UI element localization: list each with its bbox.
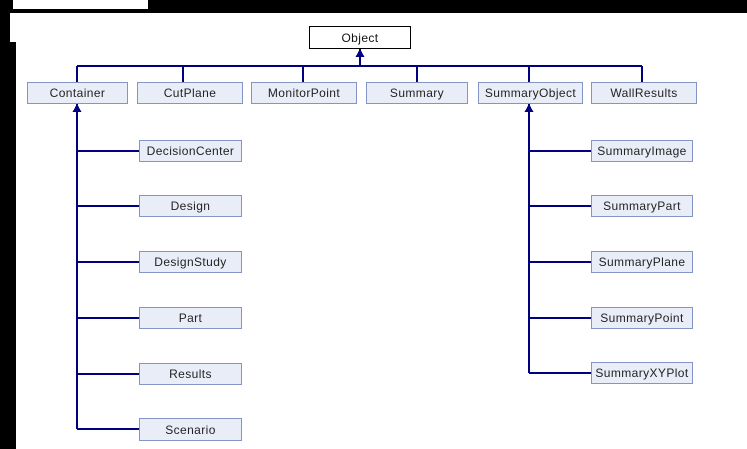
class-node-summarypoint[interactable]: SummaryPoint (591, 307, 693, 329)
inheritance-arrow-object (355, 49, 365, 57)
class-node-object[interactable]: Object (309, 26, 411, 49)
class-node-decisioncenter[interactable]: DecisionCenter (139, 140, 242, 162)
left-black-border (0, 42, 16, 449)
class-node-cutplane[interactable]: CutPlane (137, 82, 243, 104)
inheritance-arrow-container (72, 104, 82, 112)
class-node-summaryobject[interactable]: SummaryObject (478, 82, 583, 104)
class-node-container[interactable]: Container (27, 82, 128, 104)
class-node-summaryimage[interactable]: SummaryImage (591, 140, 693, 162)
class-node-summarypart[interactable]: SummaryPart (591, 195, 693, 217)
class-node-scenario[interactable]: Scenario (139, 418, 242, 441)
inheritance-arrow-summaryobject (524, 104, 534, 112)
class-node-wallresults[interactable]: WallResults (591, 82, 697, 104)
class-node-designstudy[interactable]: DesignStudy (139, 251, 242, 273)
class-node-summaryplane[interactable]: SummaryPlane (591, 251, 693, 273)
class-node-monitorpoint[interactable]: MonitorPoint (251, 82, 357, 104)
top-white-notch (13, 0, 148, 9)
class-node-part[interactable]: Part (139, 307, 242, 329)
class-node-summary[interactable]: Summary (366, 82, 468, 104)
class-node-results[interactable]: Results (139, 363, 242, 385)
class-node-summaryxyplot[interactable]: SummaryXYPlot (591, 362, 693, 384)
class-node-design[interactable]: Design (139, 195, 242, 217)
